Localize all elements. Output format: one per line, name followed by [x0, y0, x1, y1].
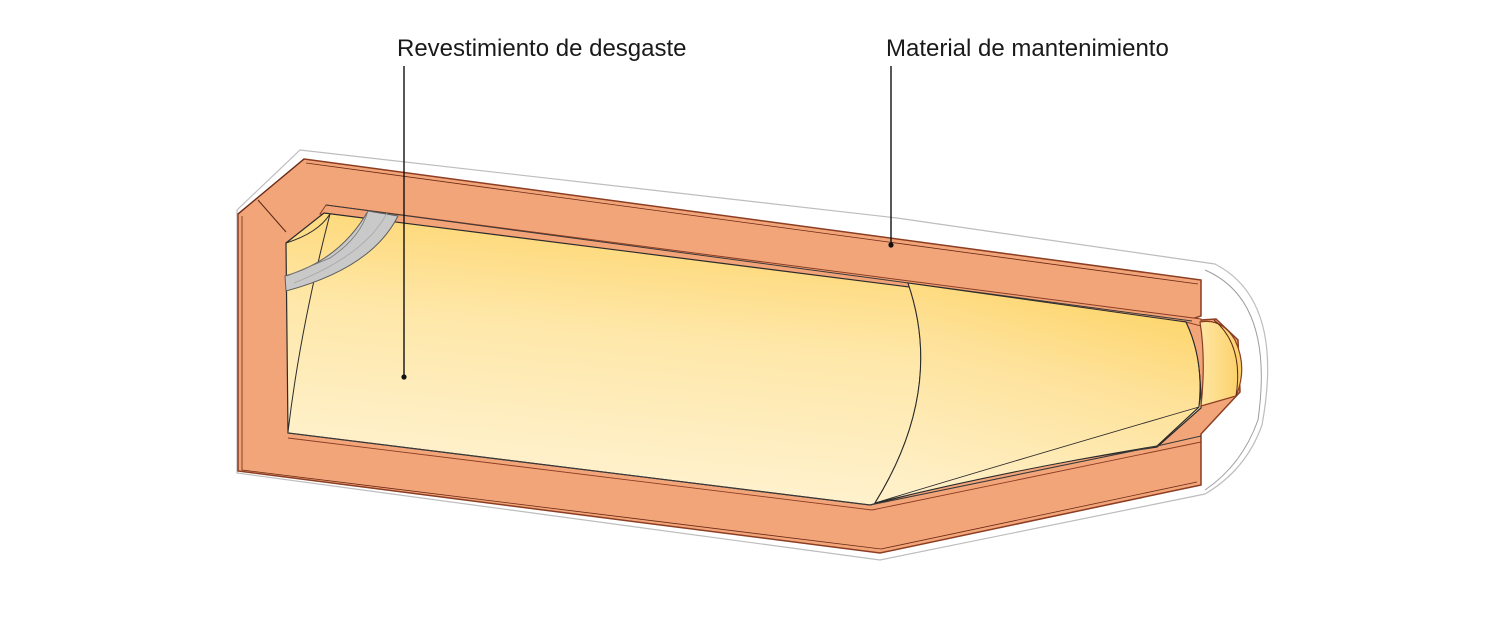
lower-shell-edge: [287, 432, 1202, 511]
cone-section: [873, 282, 1201, 504]
tap-hole-cap: [1199, 319, 1243, 407]
wear-lining-label: Revestimiento de desgaste: [397, 35, 687, 62]
maintenance-leader-dot: [888, 242, 894, 248]
leader-lines: [401, 66, 894, 380]
maintenance-material-label: Material de mantenimiento: [886, 35, 1169, 62]
steel-ring-segment: [284, 210, 399, 292]
wear-lining-leader-dot: [401, 374, 407, 380]
